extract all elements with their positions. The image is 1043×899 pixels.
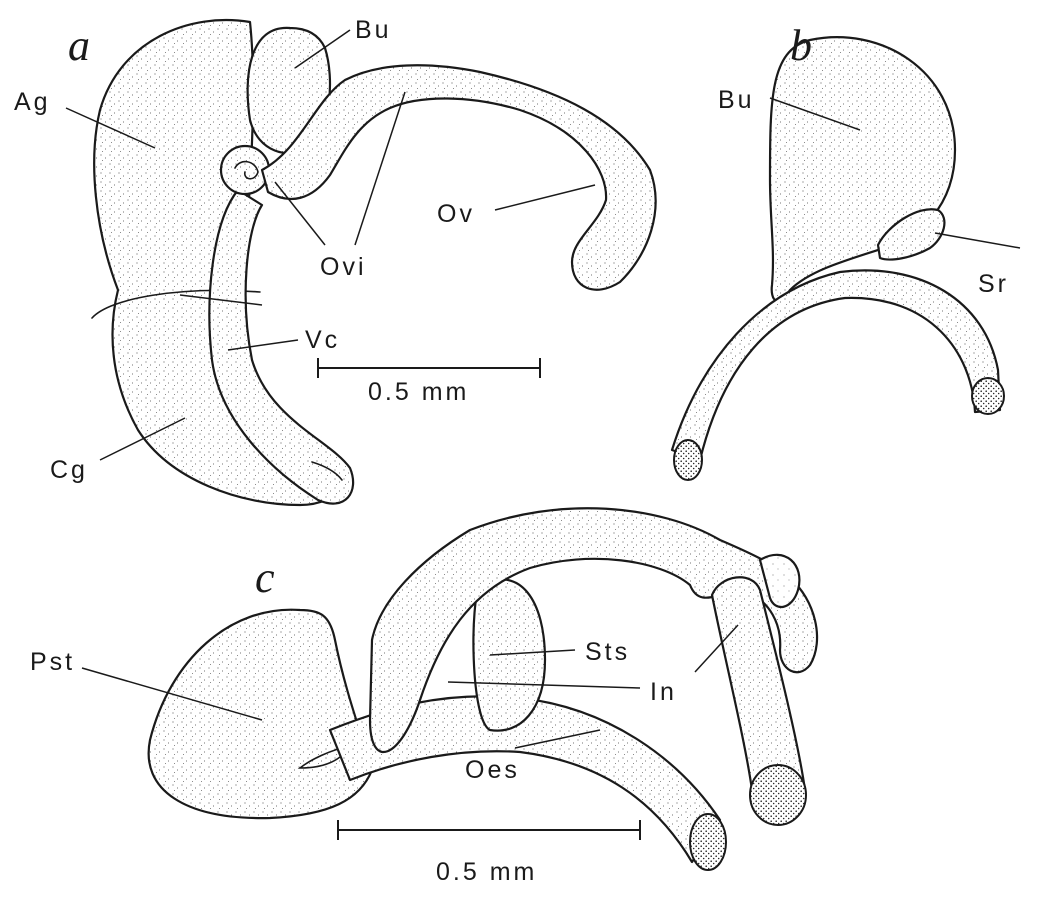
leader-ov [495,185,595,210]
duct-cut-end-left [674,440,702,480]
leader-sr [935,233,1020,248]
bursa-copulatrix-b [770,37,955,301]
stomach-sac [473,579,545,730]
panel-letter-c: c [255,553,275,602]
label-in: In [650,678,677,706]
panel-letter-a: a [68,21,90,70]
posterior-stomach [149,610,372,818]
label-sr: Sr [978,270,1009,298]
label-sts: Sts [585,638,630,666]
scale-bar-a [318,358,540,378]
genital-duct-arch [672,270,1000,460]
label-cg: Cg [50,456,88,484]
label-ov: Ov [437,200,475,228]
scale-label-c: 0.5 mm [436,858,537,886]
label-bu-a: Bu [355,16,392,44]
oesophagus-cut-end [690,814,726,870]
label-pst: Pst [30,648,75,676]
duct-cut-end-right [972,378,1004,414]
intestine-cut-end [750,765,806,825]
label-vc: Vc [305,326,340,354]
label-bu-b: Bu [718,86,755,114]
panel-a [92,20,656,505]
label-oes: Oes [465,756,520,784]
panel-letter-b: b [790,21,812,70]
scale-label-a: 0.5 mm [368,378,469,406]
label-ovi: Ovi [320,253,367,281]
panel-c [149,508,817,870]
scale-bar-c [338,820,640,840]
label-ag: Ag [14,88,51,116]
